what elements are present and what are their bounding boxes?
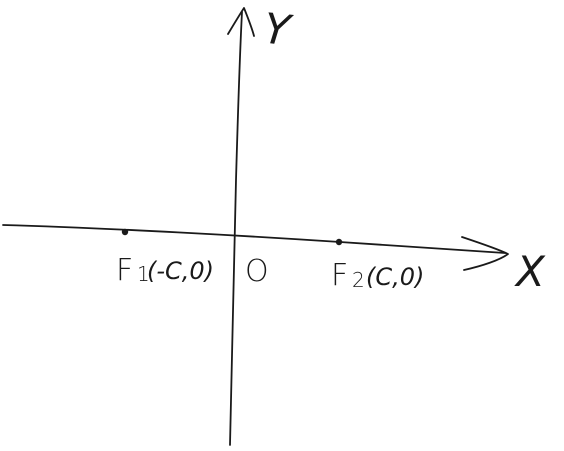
focus-f1-subscript: 1 [137,262,150,286]
focus-f2-coords: (C,0) [366,263,424,291]
y-axis-label: Y [262,4,296,56]
focus-f1-coords: (-C,0) [147,257,214,285]
focus-f1-symbol: F [116,253,133,288]
focus-label-f1: F 1 (-C,0) [116,253,214,288]
focus-point-f2 [335,238,343,246]
x-axis-line [2,224,506,254]
x-axis-arrowhead [461,236,509,271]
y-axis-arrowhead [227,7,255,37]
focus-f2-subscript: 2 [352,268,365,292]
y-axis-line [229,11,243,446]
focus-f2-symbol: F [331,258,348,293]
focus-label-f2: F 2 (C,0) [331,258,424,293]
focus-point-f1 [121,228,129,236]
x-axis-label: X [514,247,546,296]
origin-label: O [245,254,269,289]
